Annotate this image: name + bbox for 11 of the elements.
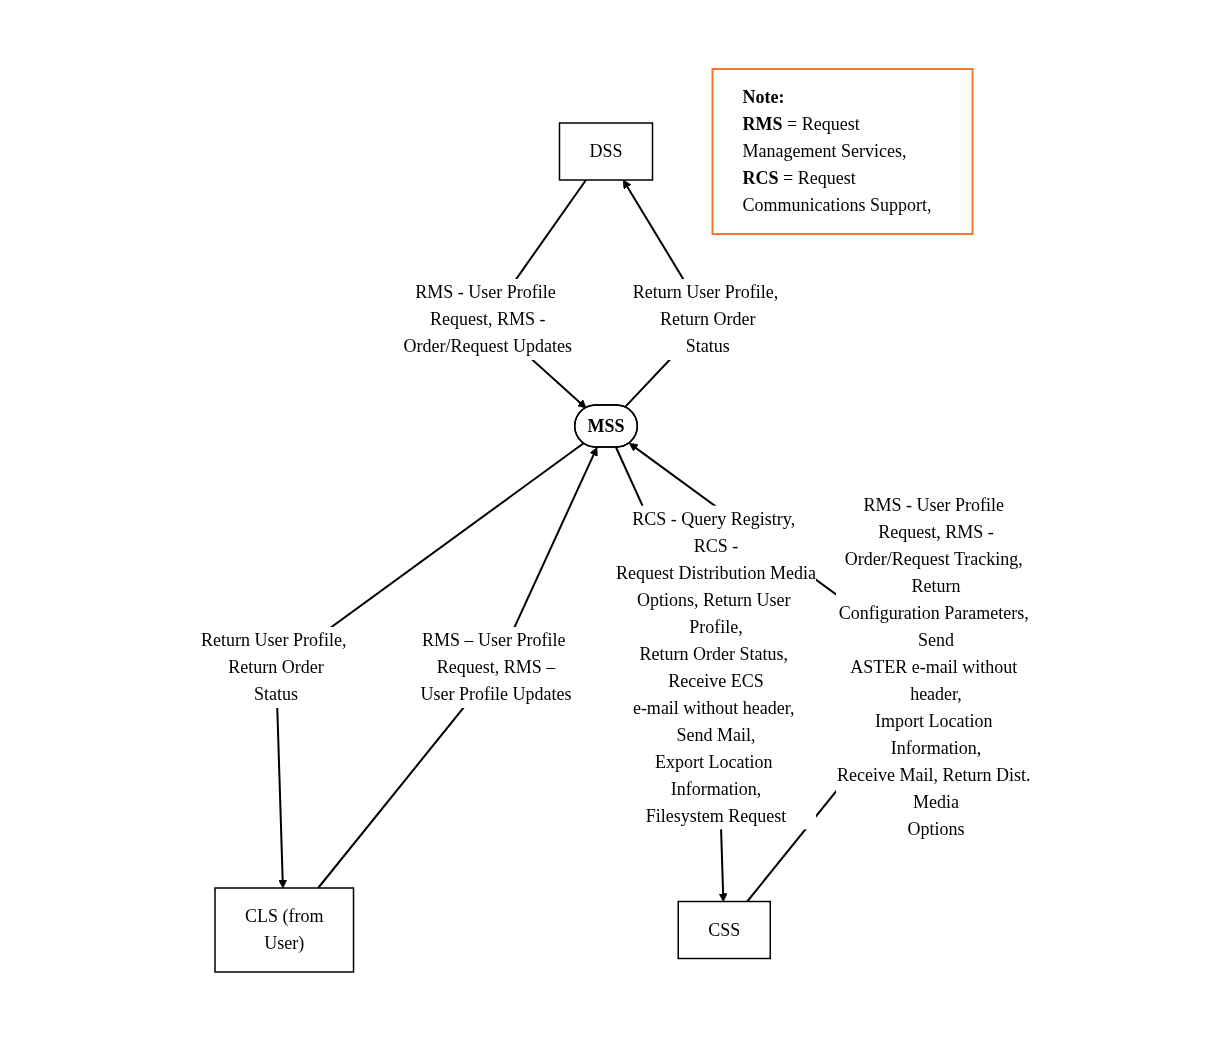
node-box: CSS: [677, 900, 771, 959]
node-box: Note: RMS = Request Management Services, RCS = Request Communications Support,: [711, 67, 973, 235]
edge-label: RMS – User Profile Request, RMS – User Profile Updates: [420, 629, 571, 704]
edge-label: RMS - User Profile Request, RMS - Order/Request Updates: [403, 281, 572, 356]
edge-label: RCS - Query Registry, RCS - Request Distribution Media Options, Return User Profile, Return Order Status, Receive ECS e-mail without header, Send Mail, Export Location Information, Filesystem Request: [615, 508, 816, 825]
edge-label: RMS - User Profile Request, RMS - Order/Request Tracking, Return Configuration Parameters, Send ASTER e-mail without header, Import Location Information, Receive Mail, Return Dist. Media Options: [836, 494, 1030, 839]
node-box: CLS (from User): [213, 886, 354, 973]
edge-label: Return User Profile, Return Order Status: [632, 281, 778, 356]
arrow: [316, 446, 598, 889]
edge-label: Return User Profile, Return Order Status: [200, 629, 346, 704]
node-box: DSS: [558, 121, 653, 181]
